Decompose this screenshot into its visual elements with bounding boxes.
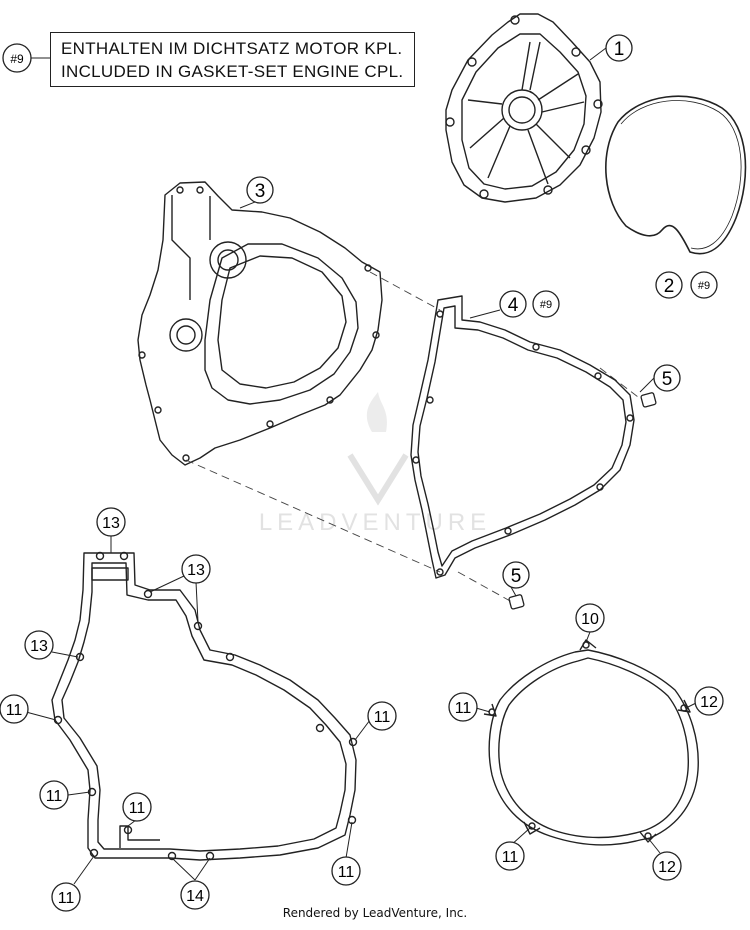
callout-10: 10 [575,603,605,633]
callout-3: 3 [246,176,274,204]
clutch-housing-part [137,181,383,466]
callout-13-left-label: 13 [30,638,48,655]
callout-4-ref: #9 [532,290,560,318]
callout-11-right: 11 [367,701,397,731]
callout-11-round-bottom: 11 [495,841,525,871]
callout-5-upper-label: 5 [662,369,673,390]
callout-11-inner: 11 [122,792,152,822]
callout-1: 1 [605,34,633,62]
dowel-pin-lower [508,594,525,610]
gasket-set-note: ENTHALTEN IM DICHTSATZ MOTOR KPL. INCLUD… [50,32,415,87]
callout-11-left: 11 [0,694,29,724]
callout-4-ref-label: #9 [540,299,552,311]
callout-13-top-label: 13 [102,515,120,532]
callout-2-label: 2 [664,276,675,297]
callout-11-mid-left: 11 [39,780,69,810]
callout-11-round-left-label: 11 [455,700,472,717]
callout-11-bottom-right: 11 [331,856,361,886]
callout-4: 4 [499,290,527,318]
watermark-text: LEADVENTURE [259,509,491,536]
callout-13-left: 13 [24,630,54,660]
callout-12-right-label: 12 [700,694,718,711]
callout-14-label: 11 [58,890,75,907]
callout-11-round-left: 11 [448,692,478,722]
callout-12-bottom-label: 12 [658,859,676,876]
callout-11-right-label: 11 [374,709,391,726]
callout-11-round-bottom-label: 11 [502,849,519,866]
callout-12-bottom: 12 [652,851,682,881]
callout-2: 2 [655,271,683,299]
callout-2-ref-label: #9 [698,280,710,292]
callout-5-lower-label: 5 [511,566,522,587]
callout-11-bottom-label: 14 [186,888,204,905]
callout-11-bottom: 14 [180,880,210,910]
callout-13-right: 13 [181,554,211,584]
callout-5-upper: 5 [653,364,681,392]
dowel-pin-upper [640,392,657,408]
callout-1-label: 1 [614,39,625,60]
clutch-cover-part [445,13,603,203]
callout-5-lower: 5 [502,561,530,589]
note-ref-label: #9 [10,52,24,66]
callout-13-right-label: 13 [187,562,205,579]
callout-13-top: 13 [96,507,126,537]
o-ring-part [605,95,747,255]
render-credit: Rendered by LeadVenture, Inc. [282,906,468,920]
callout-14: 11 [51,882,81,912]
clutch-cover-gasket-round [483,639,699,846]
ignition-cover-gasket [51,551,358,861]
watermark-logo [347,392,409,506]
callout-12-right: 12 [694,686,724,716]
note-line-english: INCLUDED IN GASKET-SET ENGINE CPL. [61,62,404,81]
callout-11-mid-left-label: 11 [46,788,63,805]
callout-3-label: 3 [255,181,266,202]
callout-11-bottom-right-label: 11 [338,864,355,881]
leader-lines [25,47,697,885]
callout-4-label: 4 [508,295,519,316]
callout-11-inner-label: 11 [129,800,146,817]
note-line-german: ENTHALTEN IM DICHTSATZ MOTOR KPL. [61,39,403,58]
callout-10-label: 10 [581,611,599,628]
callout-2-ref: #9 [690,271,718,299]
assembly-guide-lines [185,271,643,603]
gasket-part-4 [410,295,635,579]
callout-11-left-label: 11 [6,702,23,719]
